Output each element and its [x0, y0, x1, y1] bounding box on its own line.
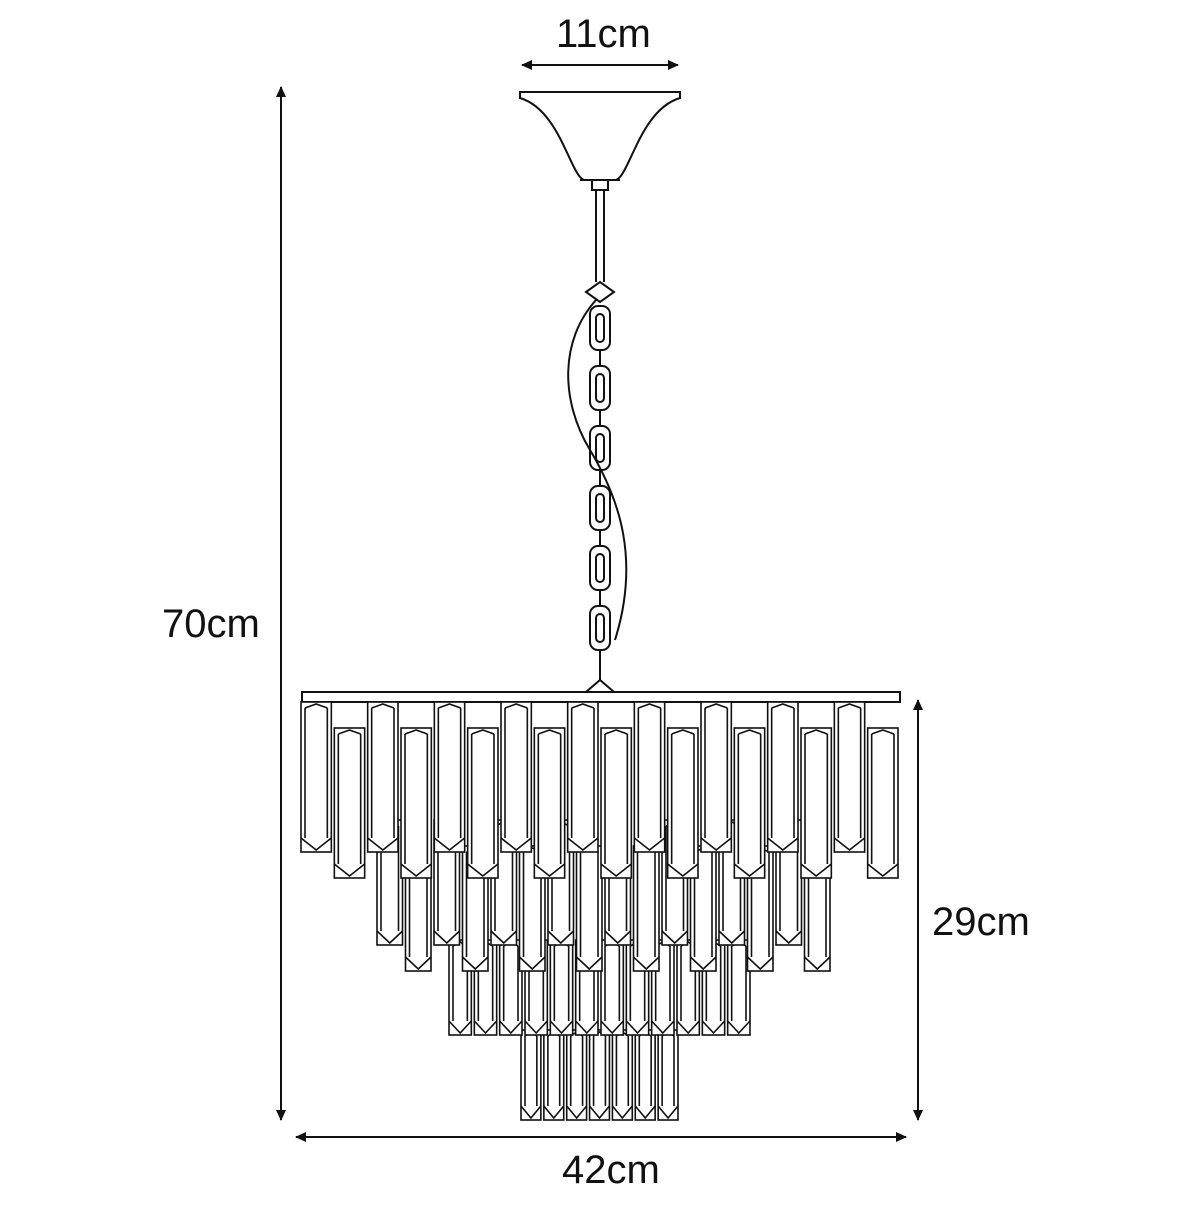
- shade-width-label: 42cm: [562, 1148, 660, 1192]
- crystal-prism: [632, 845, 660, 972]
- crystal-prism: [543, 1029, 565, 1121]
- crystal-prism: [520, 1029, 542, 1121]
- crystal-prism: [566, 701, 599, 853]
- chain-link: [589, 605, 611, 651]
- crystal-prism: [333, 727, 366, 879]
- crystal-tiers: [300, 701, 899, 1121]
- crystal-prism: [833, 701, 866, 853]
- crystal-prism: [700, 701, 733, 853]
- crystal-prism: [575, 845, 603, 972]
- crystal-prism: [466, 727, 499, 879]
- crystal-prism: [733, 727, 766, 879]
- chain-link: [589, 365, 611, 411]
- crystal-prism: [766, 701, 799, 853]
- crystal-prism: [866, 727, 899, 879]
- crystal-prism: [726, 939, 751, 1036]
- chain-link-inner: [595, 313, 605, 343]
- canopy-width-label: 11cm: [556, 12, 651, 56]
- chain-link-inner: [595, 613, 605, 643]
- dimension-lines: [276, 60, 923, 1142]
- crystal-prism: [600, 939, 625, 1036]
- chain-link-inner: [595, 373, 605, 403]
- ceiling-canopy: [519, 91, 681, 181]
- chain-link: [589, 305, 611, 351]
- top-ring: [301, 691, 901, 703]
- frame-hook: [585, 660, 615, 693]
- crystal-prism: [400, 727, 433, 879]
- crystal-prism: [611, 1029, 634, 1121]
- crystal-prism: [300, 701, 333, 853]
- suspension-chain: [589, 305, 611, 666]
- power-cable: [567, 299, 628, 641]
- crystal-prism: [433, 701, 466, 853]
- chain-link-inner: [595, 433, 605, 463]
- crystal-prism: [600, 727, 633, 879]
- crystal-prism: [518, 845, 546, 972]
- chain-link: [589, 425, 611, 471]
- crystal-prism: [634, 1029, 656, 1121]
- crystal-prism: [549, 939, 574, 1036]
- crystal-prism: [800, 727, 833, 879]
- chain-link-inner: [595, 493, 605, 523]
- crystal-prism: [498, 939, 523, 1036]
- crystal-prism: [588, 1029, 611, 1121]
- chain-link: [589, 485, 611, 531]
- chain-link: [589, 545, 611, 591]
- crystal-prism: [633, 701, 666, 853]
- crystal-tier-3: [448, 939, 751, 1036]
- suspension-rod: [584, 179, 616, 304]
- crystal-prism: [500, 701, 533, 853]
- crystal-prism: [666, 727, 699, 879]
- chain-link-inner: [595, 553, 605, 583]
- crystal-prism: [565, 1029, 588, 1121]
- crystal-prism: [366, 701, 399, 853]
- crystal-prism: [533, 727, 566, 879]
- total-height-label: 70cm: [162, 602, 260, 646]
- crystal-tier-4: [520, 1029, 679, 1121]
- crystal-tier-1: [300, 701, 899, 879]
- shade-height-label: 29cm: [932, 900, 1030, 944]
- crystal-prism: [657, 1029, 679, 1121]
